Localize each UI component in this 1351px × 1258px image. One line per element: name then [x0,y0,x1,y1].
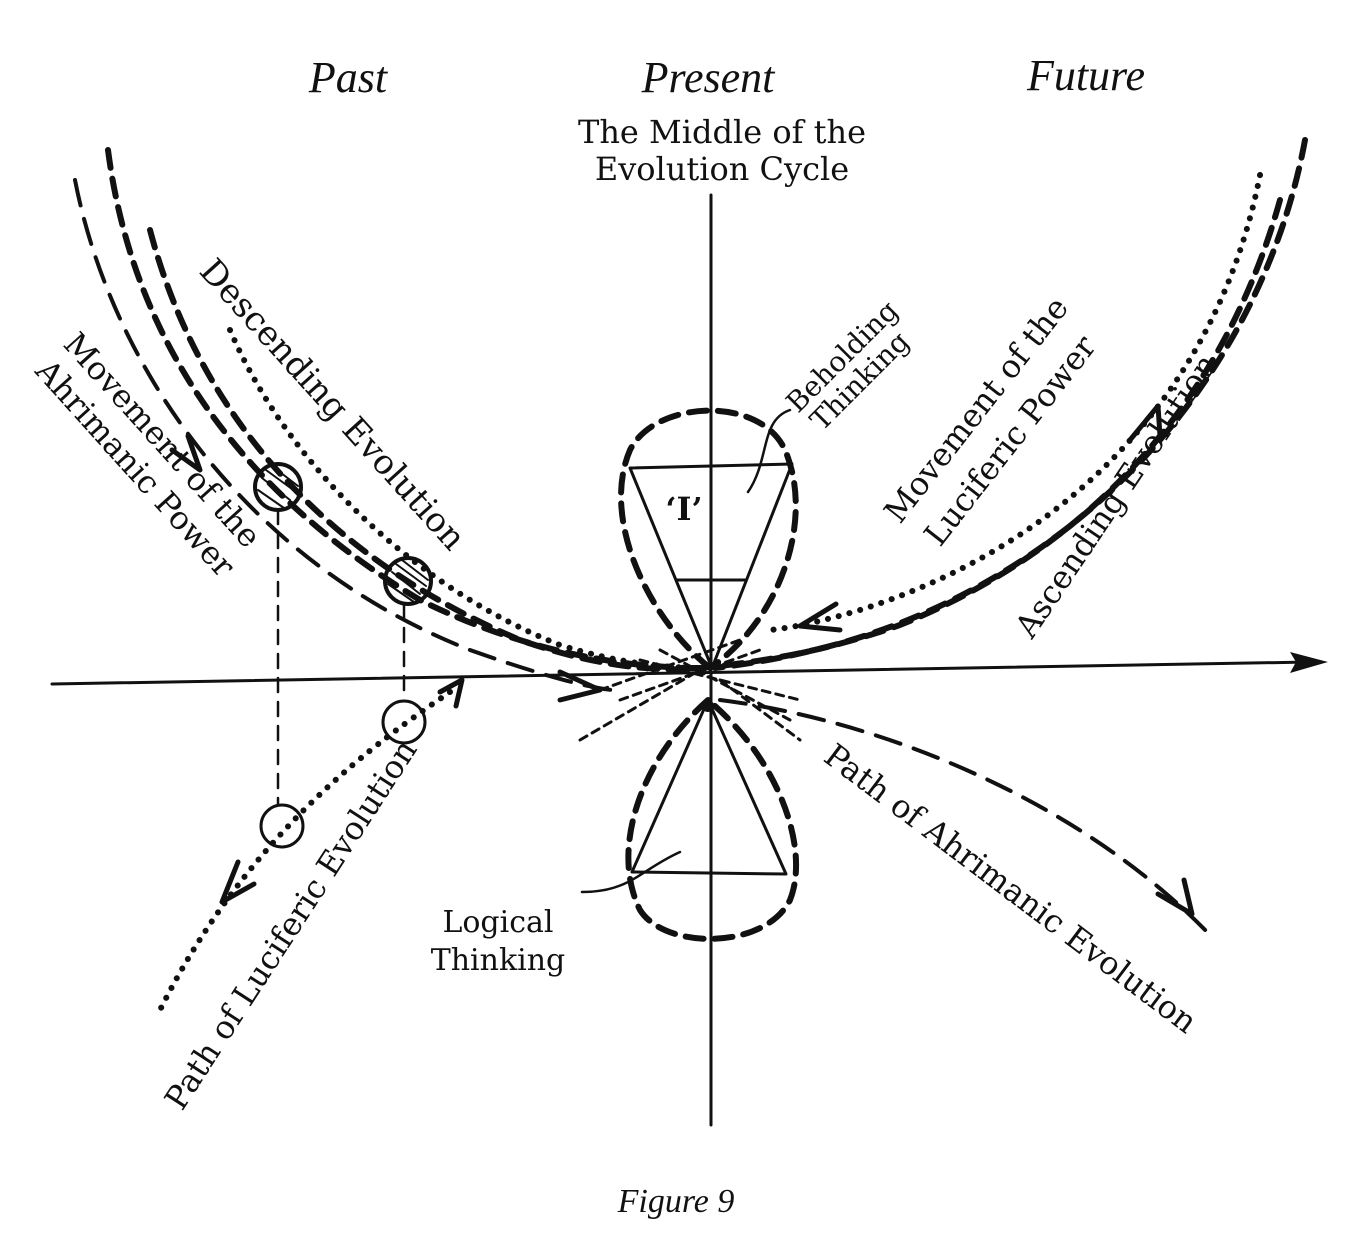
heading-past: Past [308,53,389,102]
ahrimanic-arrowhead [169,433,203,473]
ascending-evolution-curve-inner [717,197,1283,669]
axes [50,193,1328,1127]
ahrimanic-power-curve [73,178,614,692]
hatched-circle-2-fill [387,559,429,603]
descending-curves [73,147,708,703]
figure-caption: Figure 9 [617,1183,735,1220]
open-circle-1 [259,803,305,849]
hatched-circle-1-fill [257,465,299,509]
luciferic-power-curve [767,172,1263,633]
label-path-ahrimanic: Path of Ahrimanic Evolution [817,736,1204,1041]
path-luciferic-arrowhead-2 [437,677,465,709]
hatched-circle-2 [383,556,433,606]
center-scribble [578,638,802,742]
luciferic-arrowhead-2 [797,601,843,633]
lower-loop [625,696,800,942]
path-luciferic-arrowhead [219,859,257,905]
beholding-leader [746,408,792,494]
label-i: ‘I’ [665,490,702,528]
lower-paths [157,677,1212,1013]
central-figure-eight [578,407,802,942]
path-luciferic-curve [157,689,453,1013]
logical-leader [580,850,682,894]
lower-triangle [630,698,788,876]
horizontal-axis [50,660,1312,686]
path-ahrimanic-curve [718,698,1212,937]
callout-leaders [580,408,792,894]
open-circle-2 [381,699,427,745]
descending-evolution-curve [147,227,708,673]
path-ahrimanic-arrowhead [1155,877,1195,917]
upper-loop [618,407,799,672]
axis-top-label-line1: The Middle of the [578,113,866,151]
planet-markers [253,462,433,849]
luciferic-arrowhead [1127,403,1163,443]
ascending-curves [712,137,1308,671]
label-logical-line1: Logical [442,905,553,940]
descending-evolution-curve-outer [105,147,703,671]
upper-triangle [628,462,794,670]
axis-top-label-line2: Evolution Cycle [595,150,849,188]
center-node [702,700,714,712]
heading-future: Future [1026,51,1145,100]
horizontal-axis-arrowhead [1290,652,1328,673]
heading-present: Present [641,53,777,102]
label-logical-line2: Thinking [431,943,566,978]
label-path-luciferic: Path of Luciferic Evolution [157,732,425,1116]
